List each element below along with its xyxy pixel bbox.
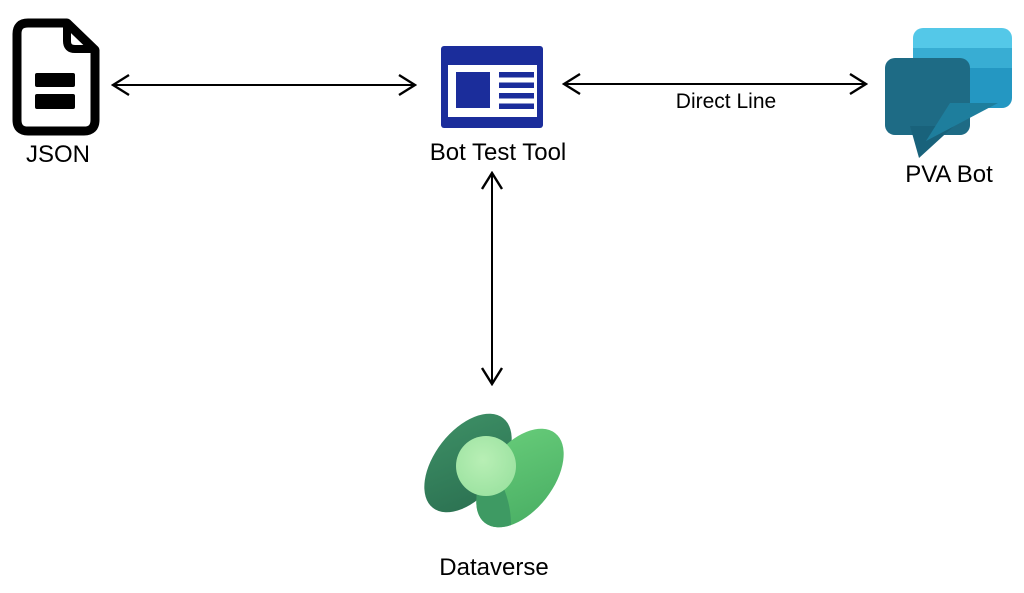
front-chat-bubble-tail [910,126,954,158]
json-text-bar [35,73,75,87]
app-window-thumbnail [456,72,490,108]
edge-label-direct-line: Direct Line [675,90,777,113]
dataverse-center-sphere [456,436,516,496]
json-file-icon [12,18,100,136]
back-chat-bubble-tail [926,103,998,141]
json-file-fold [63,25,92,53]
app-window-text-line [499,72,534,78]
node-label-json: JSON [25,141,91,168]
node-label-dataverse: Dataverse [439,554,549,581]
dataverse-swirl-icon [424,413,564,528]
app-window-text-line [499,82,534,88]
app-window-text-line [499,103,534,109]
node-label-pva-bot: PVA Bot [905,161,993,188]
node-label-bot-test-tool: Bot Test Tool [429,139,567,166]
app-window-icon [441,46,543,128]
json-text-bar [35,94,75,109]
app-window-text-line [499,93,534,99]
chat-bubbles-icon [885,28,1012,158]
